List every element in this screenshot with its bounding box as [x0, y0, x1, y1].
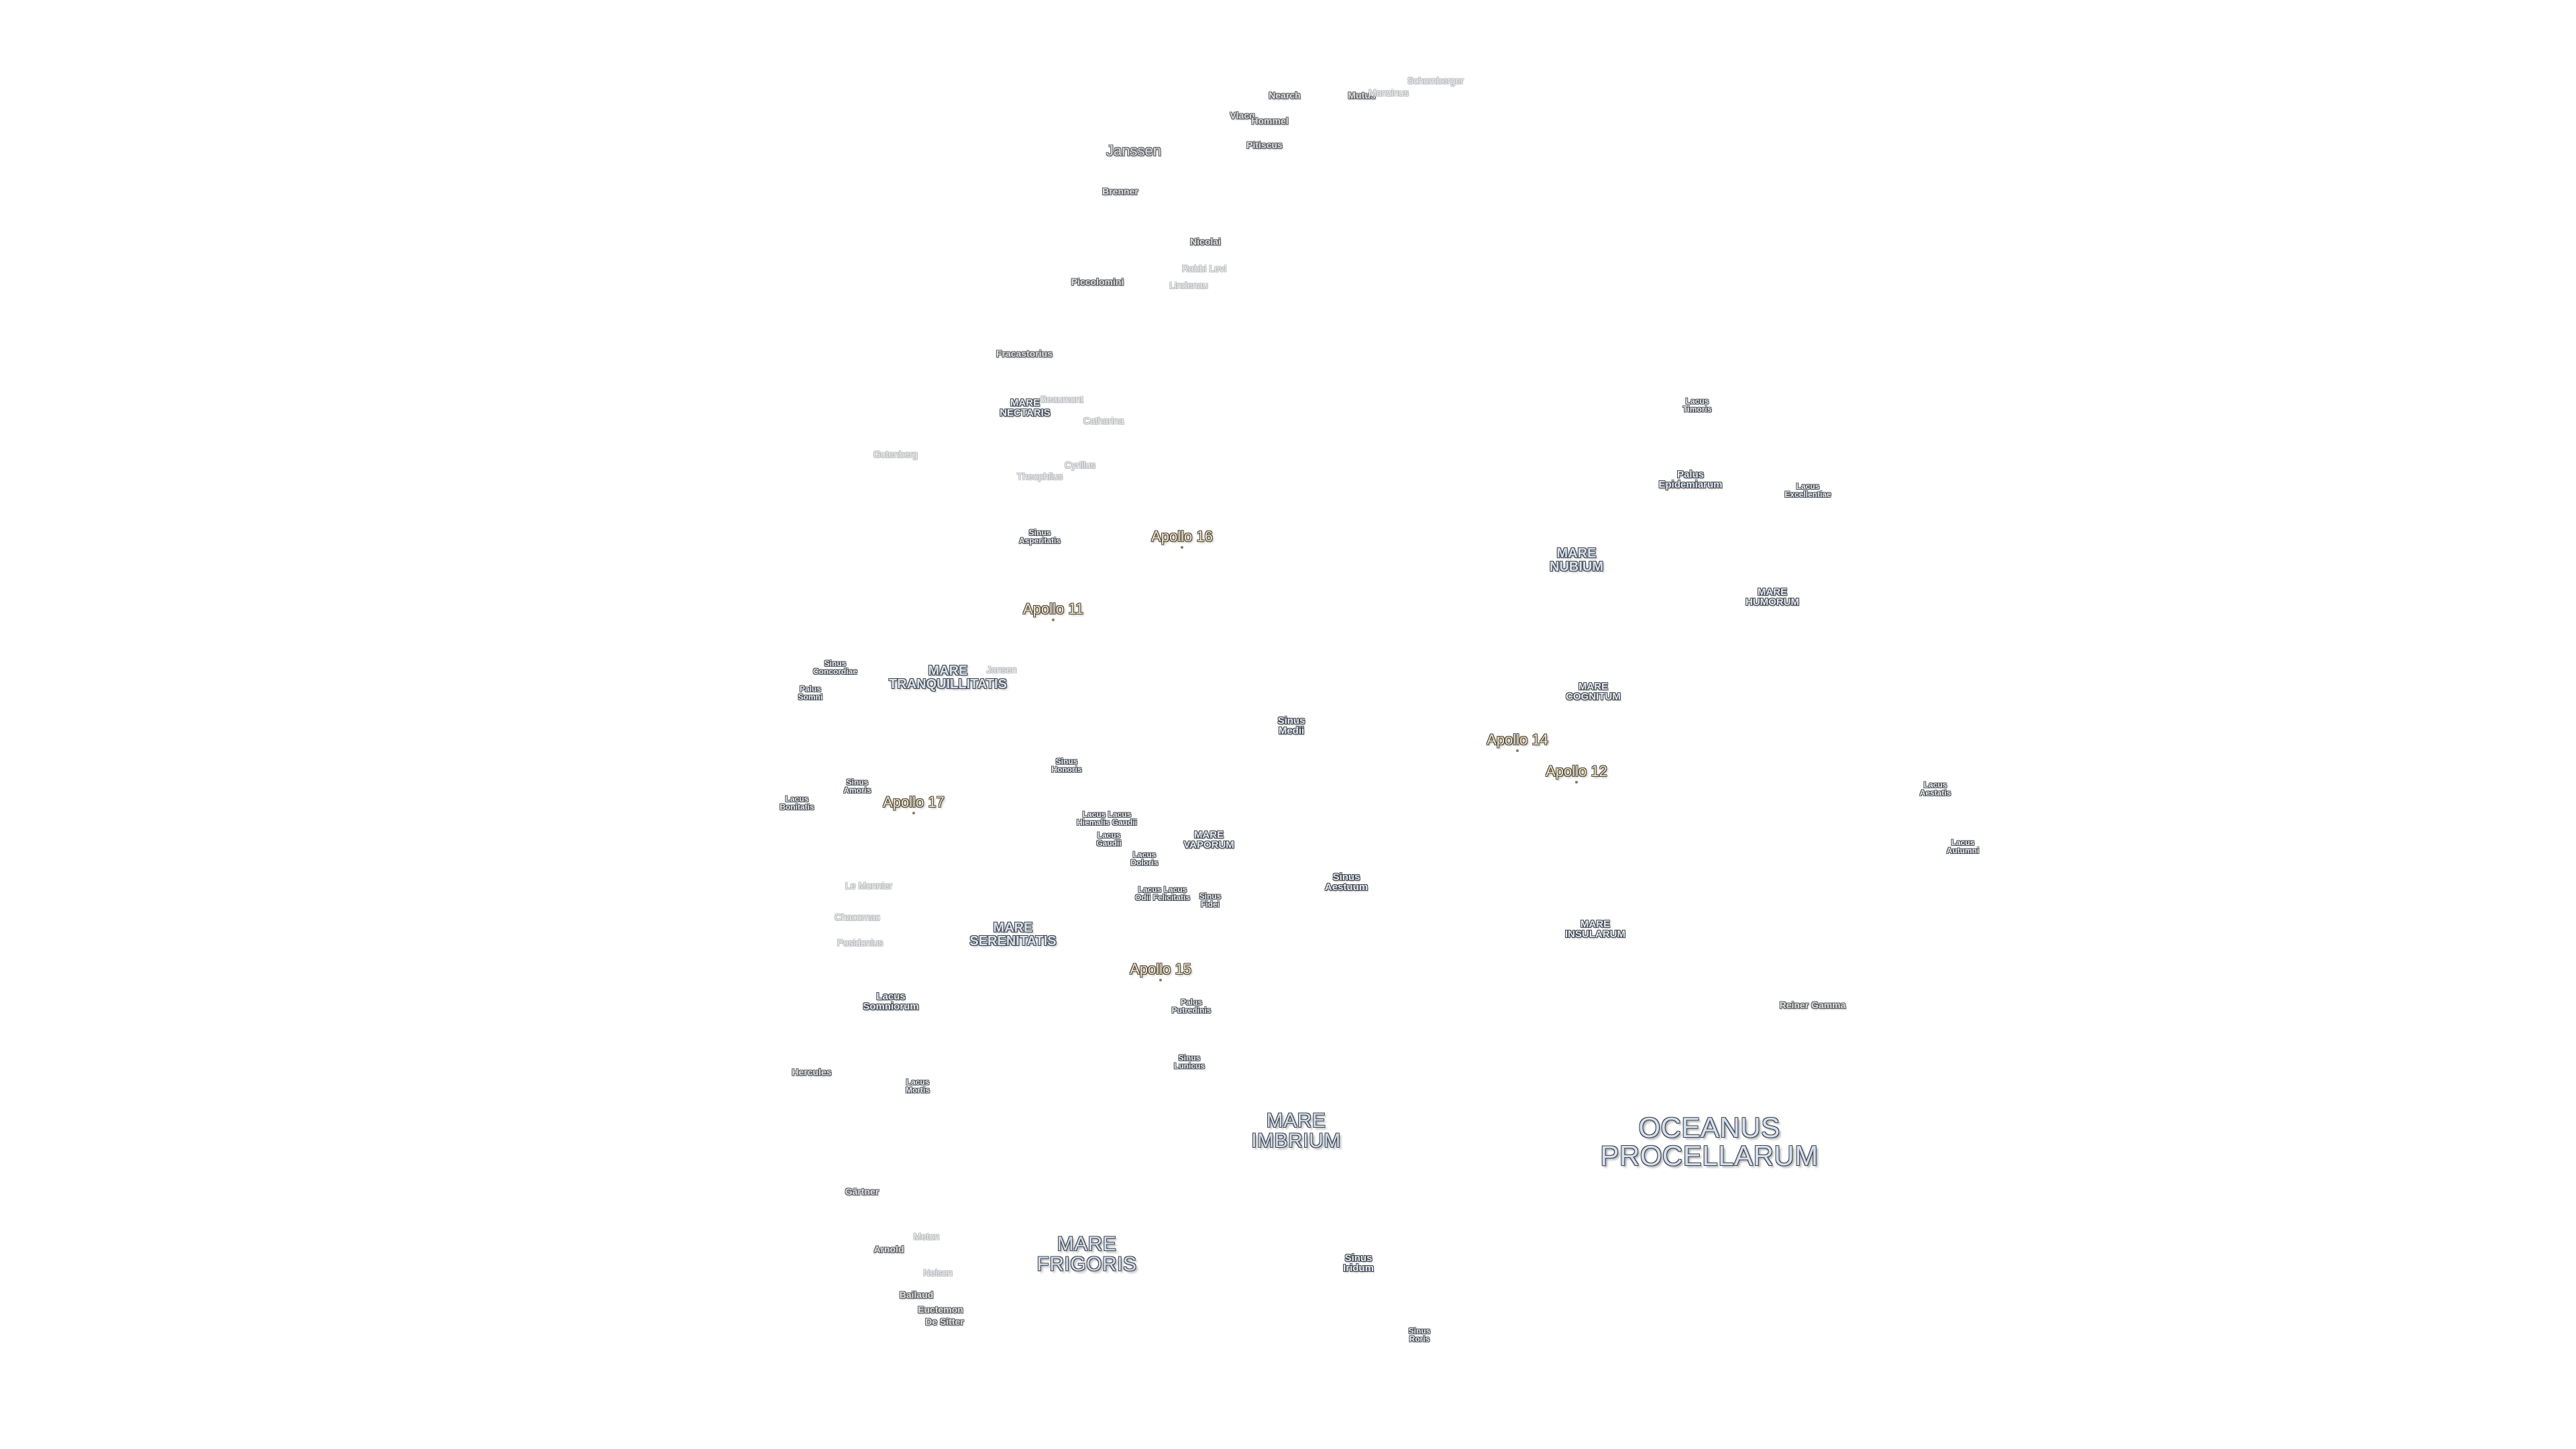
map-label-chacornac: Chacornac: [835, 912, 880, 922]
landing-site-marker: [1052, 619, 1055, 621]
map-label-beaumont: Beaumont: [1040, 394, 1083, 405]
map-label-apollo-14: Apollo 14: [1487, 731, 1548, 748]
map-label-mare-vaporum: MARE VAPORUM: [1183, 829, 1234, 851]
map-label-sinus-asperitatis: Sinus Asperitatis: [1018, 528, 1061, 545]
landing-site-marker: [1181, 546, 1183, 549]
map-label-sinus-aestuum: Sinus Aestuum: [1324, 871, 1368, 893]
map-label-mare-serenitatis: MARE SERENITATIS: [969, 920, 1057, 949]
map-label-mare-imbrium: MARE IMBRIUM: [1251, 1110, 1341, 1152]
map-label-cyrillus: Cyrillus: [1065, 460, 1095, 470]
map-label-brenner: Brenner: [1102, 186, 1138, 197]
map-label-apollo-16: Apollo 16: [1151, 528, 1213, 545]
map-label-mare-humorum: MARE HUMORUM: [1746, 586, 1799, 608]
map-label-apollo-15: Apollo 15: [1130, 961, 1191, 977]
map-label-sinus-roris: Sinus Roris: [1408, 1326, 1431, 1344]
map-label-nearch: Nearch: [1269, 90, 1301, 101]
map-label-hommel: Hommel: [1251, 115, 1289, 126]
map-label-lacus-bonitatis: Lacus Bonitatis: [780, 794, 814, 812]
map-label-schomberger: Schomberger: [1407, 75, 1464, 86]
map-label-janssen: Janssen: [1106, 142, 1161, 159]
map-label-de-sitter: De Sitter: [925, 1316, 964, 1327]
map-label-sinus-lunicus: Sinus Lunicus: [1173, 1053, 1205, 1071]
landing-site-marker: [912, 812, 915, 814]
map-label-bailaud: Bailaud: [899, 1289, 934, 1300]
map-label-mare-tranquillitatis: MARE TRANQUILLITATIS: [889, 663, 1007, 692]
map-label-lacus-gaudii: Lacus Gaudii: [1096, 830, 1122, 848]
map-label-rabbi-levi: Rabbi Levi: [1181, 263, 1227, 274]
map-label-oceanus-procellarum: OCEANUS PROCELLARUM: [1600, 1112, 1819, 1171]
map-label-apollo-11: Apollo 11: [1022, 600, 1084, 617]
map-label-lacus-somniorum: Lacus Somniorum: [863, 991, 919, 1012]
map-label-apollo-12: Apollo 12: [1546, 763, 1607, 780]
map-label-nicolai: Nicolai: [1190, 236, 1221, 247]
map-label-nelson: Nelson: [923, 1267, 953, 1278]
map-label-lindenau: Lindenau: [1169, 280, 1208, 290]
landing-site-marker: [1575, 781, 1578, 784]
map-label-lacus-lacus-hiemalis-gaudii: Lacus Lacus Hiemalis Gaudii: [1076, 810, 1138, 827]
map-label-mutus: Mutus: [1348, 90, 1376, 101]
map-label-lacus-excellentiae: Lacus Excellentiae: [1784, 482, 1831, 499]
map-label-lacus-doloris: Lacus Doloris: [1130, 850, 1159, 867]
map-label-sinus-concordiae: Sinus Concordiae: [812, 659, 858, 676]
map-label-sinus-fidei: Sinus Fidei: [1199, 892, 1222, 909]
map-label-jansen: Jansen: [986, 664, 1017, 675]
map-label-apollo-17: Apollo 17: [883, 794, 945, 810]
map-label-gutenberg: Gutenberg: [873, 449, 918, 460]
map-label-palus-epidemiarum: Palus Epidemiarum: [1658, 469, 1723, 490]
map-label-piccolomini: Piccolomini: [1071, 276, 1124, 287]
map-label-le-monnier: Le Monnier: [845, 880, 893, 891]
map-label-theophilus: Theophilus: [1016, 471, 1063, 482]
map-label-lacus-lacus-odii-felicitatis: Lacus Lacus Odii Felicitatis: [1134, 885, 1191, 902]
map-label-reiner-gamma: Reiner Gamma: [1779, 1000, 1846, 1010]
map-label-sinus-honoris: Sinus Honoris: [1051, 757, 1082, 774]
map-label-mare-frigoris: MARE FRIGORIS: [1036, 1233, 1137, 1275]
map-label-g-rtner: Gärtner: [845, 1186, 879, 1197]
landing-site-marker: [1516, 749, 1519, 752]
map-label-mare-insularum: MARE INSULARUM: [1565, 918, 1625, 940]
map-label-pitiscus: Pitiscus: [1246, 140, 1283, 150]
map-label-arnold: Arnold: [873, 1244, 904, 1254]
map-label-euctemon: Euctemon: [918, 1304, 963, 1315]
map-label-palus-somni: Palus Somni: [798, 684, 823, 702]
map-label-meton: Meton: [913, 1231, 940, 1242]
map-label-sinus-medii: Sinus Medii: [1277, 715, 1305, 737]
landing-site-marker: [1159, 979, 1162, 981]
map-label-lacus-timoris: Lacus Timoris: [1682, 396, 1712, 414]
map-label-posidonius: Posidonius: [837, 937, 883, 948]
map-label-lacus-mortis: Lacus Mortis: [906, 1077, 930, 1095]
map-label-fracastorius: Fracastorius: [996, 348, 1053, 359]
map-label-catharina: Catharina: [1083, 415, 1124, 426]
map-label-vlacq: Vlacq: [1230, 110, 1255, 121]
map-label-mare-cognitum: MARE COGNITUM: [1566, 681, 1621, 702]
map-label-lacus-aestatis: Lacus Aestatis: [1919, 780, 1951, 798]
map-label-mare-nubium: MARE NUBIUM: [1550, 546, 1603, 574]
map-label-palus-putredinis: Palus Putredinis: [1171, 998, 1212, 1015]
map-label-lacus-autumni: Lacus Autumni: [1946, 838, 1980, 855]
map-label-manzinus: Manzinus: [1368, 87, 1409, 98]
map-label-mare-nectaris: MARE NECTARIS: [1000, 397, 1051, 419]
map-label-hercules: Hercules: [792, 1067, 832, 1077]
map-label-sinus-amoris: Sinus Amoris: [843, 777, 871, 795]
map-label-sinus-iridum: Sinus Iridum: [1343, 1252, 1374, 1274]
